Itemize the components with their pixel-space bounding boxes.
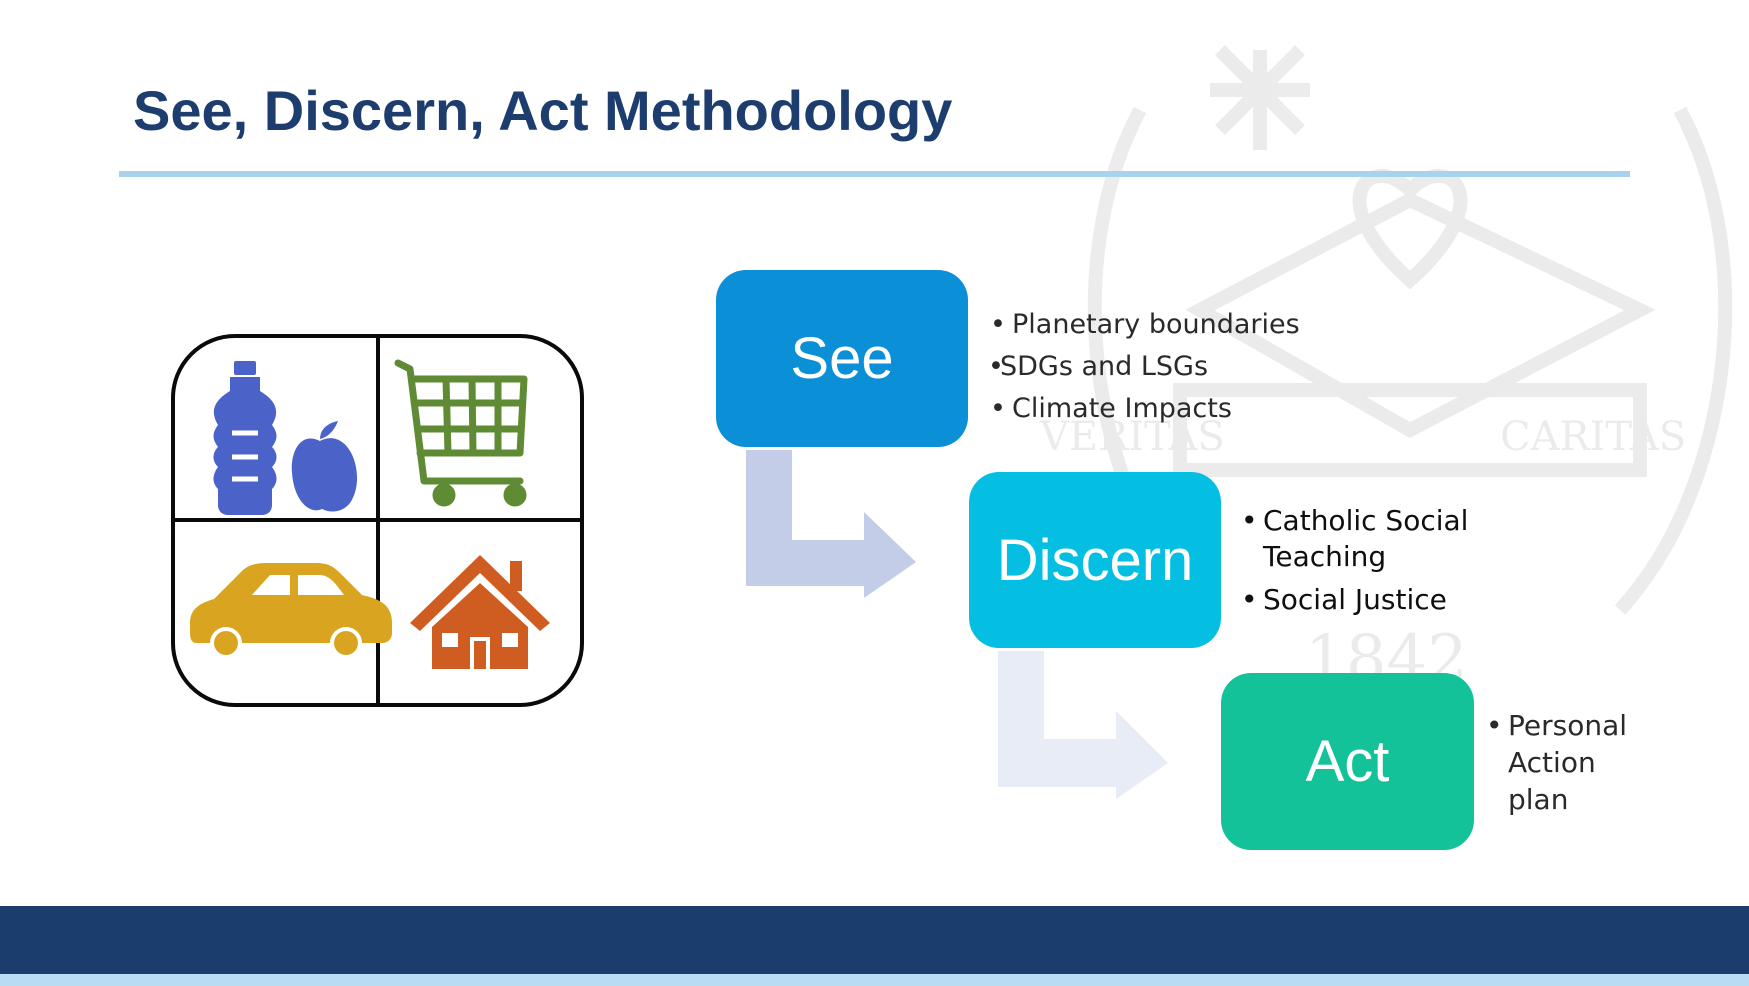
discern-bullet-list: Catholic Social Teaching Social Justice [1241, 503, 1471, 625]
watermark-right-word: CARITAS [1500, 414, 1686, 460]
shopping-cart-icon [394, 359, 528, 507]
house-icon [410, 555, 550, 669]
act-step-label: Act [1305, 729, 1390, 794]
title-underline [119, 171, 1630, 177]
act-bullet-list: Personal Action plan [1486, 707, 1636, 818]
see-to-discern-arrow [746, 450, 916, 598]
footer-strip [0, 974, 1749, 986]
bullet-item: Personal Action plan [1486, 707, 1636, 818]
discern-to-act-arrow [998, 651, 1168, 799]
discern-step-label: Discern [996, 527, 1194, 593]
bullet-item: SDGs and LSGs [988, 346, 1300, 388]
act-step-box: Act [1221, 673, 1474, 850]
footer-band [0, 906, 1749, 974]
bullet-item: Planetary boundaries [990, 304, 1300, 346]
bullet-item: Social Justice [1241, 582, 1471, 618]
see-bullet-list: Planetary boundaries SDGs and LSGs Clima… [988, 304, 1300, 430]
car-icon [190, 563, 392, 659]
see-step-box: See [716, 270, 968, 447]
bullet-item: Climate Impacts [990, 388, 1300, 430]
slide-title: See, Discern, Act Methodology [133, 79, 953, 142]
bullet-item: Catholic Social Teaching [1241, 503, 1471, 575]
water-bottle-apple-icon [213, 361, 358, 515]
discern-step-box: Discern [969, 472, 1221, 648]
consumption-icon-grid [171, 334, 584, 707]
see-step-label: See [790, 326, 894, 391]
